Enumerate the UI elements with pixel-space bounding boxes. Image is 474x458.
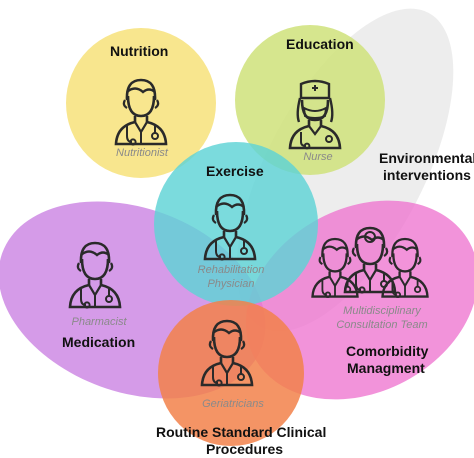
rehab-role-line2: Physician (207, 278, 255, 290)
geriatricians-role: Geriatricians (202, 398, 264, 410)
medication-title: Medication (62, 334, 136, 350)
routine-title-line1: Routine Standard Clinical (156, 424, 327, 440)
environment-title-line2: interventions (383, 167, 471, 183)
rehab-role-line1: Rehabilitation (197, 264, 265, 276)
routine-title-line2: Procedures (206, 441, 284, 457)
comorbidity-title-line1: Comorbidity (346, 343, 429, 359)
routine-circle (158, 300, 304, 446)
exercise-title: Exercise (206, 163, 264, 179)
comorbidity-title-line2: Managment (347, 360, 425, 376)
nutrition-circle (66, 28, 216, 178)
nutritionist-role: Nutritionist (116, 147, 168, 159)
education-circle (235, 25, 385, 175)
team-role-line2: Consultation Team (336, 319, 428, 331)
education-title: Education (286, 36, 354, 52)
nurse-role: Nurse (303, 151, 333, 163)
exercise-circle (154, 142, 318, 306)
pharmacist-role: Pharmacist (71, 316, 127, 328)
team-role-line1: Multidisciplinary (343, 305, 421, 317)
team-icon (311, 226, 429, 299)
environment-title-line1: Environmental (379, 150, 474, 166)
nutrition-title: Nutrition (110, 43, 169, 59)
